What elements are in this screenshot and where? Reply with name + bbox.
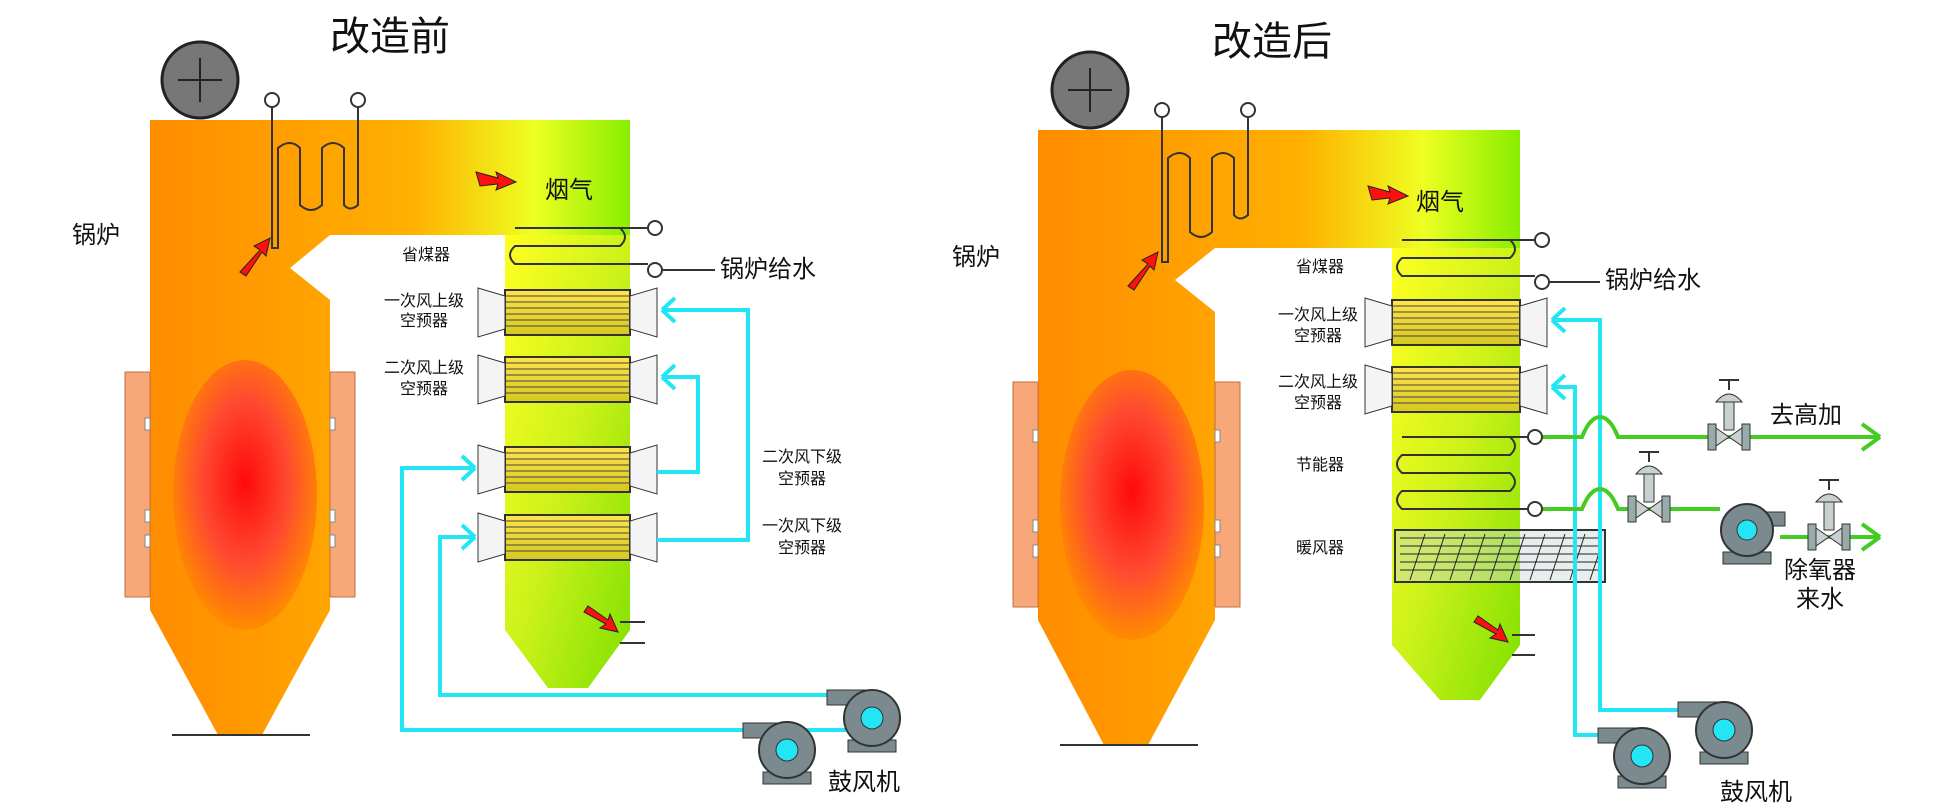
after-economizer-label: 省煤器 <box>1296 257 1344 276</box>
before-fan-lower <box>742 721 816 785</box>
before-flame <box>173 360 317 630</box>
after-aph-secondary-upper <box>1364 364 1548 415</box>
after-gas-arrow-right <box>1367 185 1410 205</box>
before-economizer-label: 省煤器 <box>402 245 450 264</box>
before-aph-secondary-upper <box>477 354 658 405</box>
after-flame <box>1060 370 1204 640</box>
after-flue-gas-label: 烟气 <box>1416 188 1464 216</box>
before-gas-arrow-right <box>475 171 518 191</box>
before-superheater-coil <box>271 108 359 249</box>
before-flue-gas-label: 烟气 <box>545 176 593 204</box>
after-primary-upper-line1: 一次风上级 <box>1278 305 1358 324</box>
after-gas-arrow-up <box>1127 251 1159 291</box>
after-burner-left <box>1012 381 1039 608</box>
before-aph-secondary-lower <box>477 444 658 495</box>
before-secondary-upper-line1: 二次风上级 <box>384 358 464 377</box>
after-secondary-upper-line2: 空预器 <box>1294 393 1342 412</box>
after-valve-energy-saver <box>1627 451 1671 523</box>
before-primary-upper-line2: 空预器 <box>400 311 448 330</box>
after-superheater-coil <box>1161 118 1249 263</box>
before-fan-upper <box>826 689 901 753</box>
after-fan-label: 鼓风机 <box>1720 778 1792 806</box>
after-to-hp-heater-label: 去高加 <box>1770 401 1842 429</box>
after-water-lines <box>1540 414 1882 552</box>
after-boiler-label: 锅炉 <box>952 243 1000 271</box>
before-feedwater-label: 锅炉给水 <box>720 255 816 283</box>
before-economizer-coil <box>509 227 626 265</box>
after-primary-upper-line2: 空预器 <box>1294 326 1342 345</box>
after-economizer-coil <box>1396 239 1516 277</box>
after-panel: 改造后 <box>952 19 1882 806</box>
after-valve-hp <box>1707 379 1751 451</box>
before-burner-left <box>124 371 151 598</box>
after-burner-right <box>1214 381 1241 608</box>
before-burner-right <box>329 371 356 598</box>
after-title: 改造后 <box>1212 19 1332 65</box>
after-fan-lower <box>1597 727 1671 789</box>
after-deaerator-line2: 来水 <box>1796 585 1844 613</box>
before-aph-primary-upper <box>477 287 658 338</box>
before-boiler-label: 锅炉 <box>72 221 120 249</box>
before-fan-label: 鼓风机 <box>828 768 900 796</box>
after-energy-saver-label: 节能器 <box>1296 455 1344 474</box>
after-fan-upper <box>1677 701 1753 765</box>
after-air-heater-mesh <box>1394 529 1606 583</box>
after-aph-primary-upper <box>1364 297 1548 348</box>
after-deaerator-line1: 除氧器 <box>1784 556 1856 584</box>
before-primary-upper-line1: 一次风上级 <box>384 291 464 310</box>
before-secondary-lower-line1: 二次风下级 <box>762 447 842 466</box>
after-feedwater-label: 锅炉给水 <box>1605 266 1701 294</box>
before-gas-arrow-down <box>583 605 619 633</box>
after-secondary-upper-line1: 二次风上级 <box>1278 372 1358 391</box>
before-primary-lower-line1: 一次风下级 <box>762 516 842 535</box>
after-energy-saver-coil <box>1396 436 1516 510</box>
after-gas-arrow-down <box>1473 615 1509 643</box>
before-primary-lower-line2: 空预器 <box>778 538 826 557</box>
after-air-heater-label: 暖风器 <box>1296 538 1344 557</box>
before-secondary-lower-line2: 空预器 <box>778 469 826 488</box>
before-secondary-upper-line2: 空预器 <box>400 379 448 398</box>
before-panel: 改造前 <box>72 14 901 796</box>
before-gas-arrow-up <box>239 237 271 277</box>
before-aph-primary-lower <box>477 512 658 563</box>
before-title: 改造前 <box>330 14 450 60</box>
after-valve-deaerator <box>1807 479 1851 551</box>
after-pump <box>1720 503 1786 565</box>
